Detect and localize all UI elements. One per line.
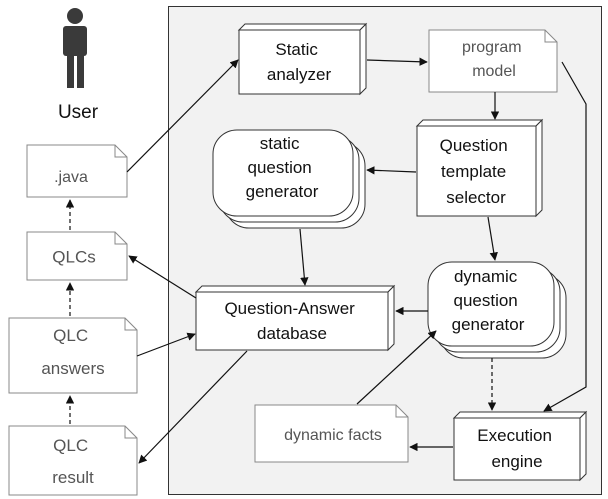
question-template-selector-box: Question template selector	[415, 118, 544, 218]
static-analyzer-line-2: analyzer	[267, 65, 332, 84]
dynamic-facts-doc: dynamic facts	[254, 404, 409, 463]
execution-engine-box: Execution engine	[452, 410, 588, 482]
dynamic-question-generator-stack: dynamic question generator	[427, 261, 567, 359]
user-label: User	[58, 102, 99, 123]
question-template-selector-label: Question template selector	[440, 136, 513, 207]
static-analyzer-line-1: Static	[275, 40, 318, 59]
question-template-selector-line-3: selector	[446, 188, 506, 207]
qlc-result-doc: QLC result	[8, 425, 138, 496]
qlc-result-line-1: QLC	[53, 436, 88, 455]
qlcs-doc: QLCs	[26, 231, 128, 281]
question-template-selector-line-1: Question	[440, 136, 508, 155]
question-answer-database-box: Question-Answer database	[194, 284, 396, 352]
qlc-answers-line-2: answers	[41, 359, 104, 378]
program-model-line-1: program	[462, 39, 522, 56]
arrow-java-to-static-analyzer	[126, 59, 239, 173]
program-model-doc: program model	[428, 29, 558, 93]
qlc-answers-label: QLC answers	[41, 326, 104, 378]
arrow-qlc-answers-to-database	[136, 332, 196, 357]
user-icon	[63, 8, 87, 88]
execution-engine-line-2: engine	[491, 452, 542, 471]
java-file-label: .java	[54, 169, 88, 186]
qlcs-label: QLCs	[52, 247, 95, 266]
qlc-result-line-2: result	[52, 468, 94, 487]
arrow-selector-to-dynamic-generator	[487, 216, 498, 261]
arrow-static-analyzer-to-program-model	[366, 57, 428, 66]
static-question-generator-label: static question generator	[246, 134, 319, 201]
question-answer-database-label: Question-Answer database	[224, 299, 359, 343]
dynamic-question-generator-line-2: question	[453, 291, 517, 310]
arrow-database-to-qlcs	[128, 255, 197, 299]
static-analyzer-box: Static analyzer	[237, 22, 368, 96]
question-template-selector-line-2: template	[441, 162, 506, 181]
dynamic-question-generator-line-1: dynamic	[454, 267, 518, 286]
execution-engine-line-1: Execution	[477, 426, 552, 445]
java-file-doc: .java	[26, 144, 128, 198]
question-answer-database-line-2: database	[257, 324, 327, 343]
qlc-answers-line-1: QLC	[53, 326, 88, 345]
program-model-label: program model	[462, 39, 526, 80]
static-question-generator-line-3: generator	[246, 182, 319, 201]
qlc-result-label: QLC result	[52, 436, 94, 487]
arrow-selector-to-static-generator	[366, 166, 417, 175]
arrow-static-generator-to-database	[299, 228, 309, 286]
question-answer-database-line-1: Question-Answer	[224, 299, 355, 318]
arrow-program-model-to-execution-engine	[543, 61, 587, 412]
dynamic-facts-label: dynamic facts	[284, 427, 382, 444]
execution-engine-label: Execution engine	[477, 426, 556, 471]
dynamic-question-generator-line-3: generator	[452, 315, 525, 334]
arrow-dynamic-facts-to-dynamic-generator	[356, 330, 437, 405]
program-model-line-2: model	[472, 63, 516, 80]
dynamic-question-generator-label: dynamic question generator	[452, 267, 525, 334]
static-question-generator-line-2: question	[247, 158, 311, 177]
connectors	[65, 57, 587, 464]
static-analyzer-label: Static analyzer	[267, 40, 332, 84]
static-question-generator-stack: static question generator	[212, 129, 366, 229]
qlc-answers-doc: QLC answers	[8, 317, 138, 394]
static-question-generator-line-1: static	[260, 134, 300, 153]
arrow-database-to-qlc-result	[138, 350, 248, 464]
